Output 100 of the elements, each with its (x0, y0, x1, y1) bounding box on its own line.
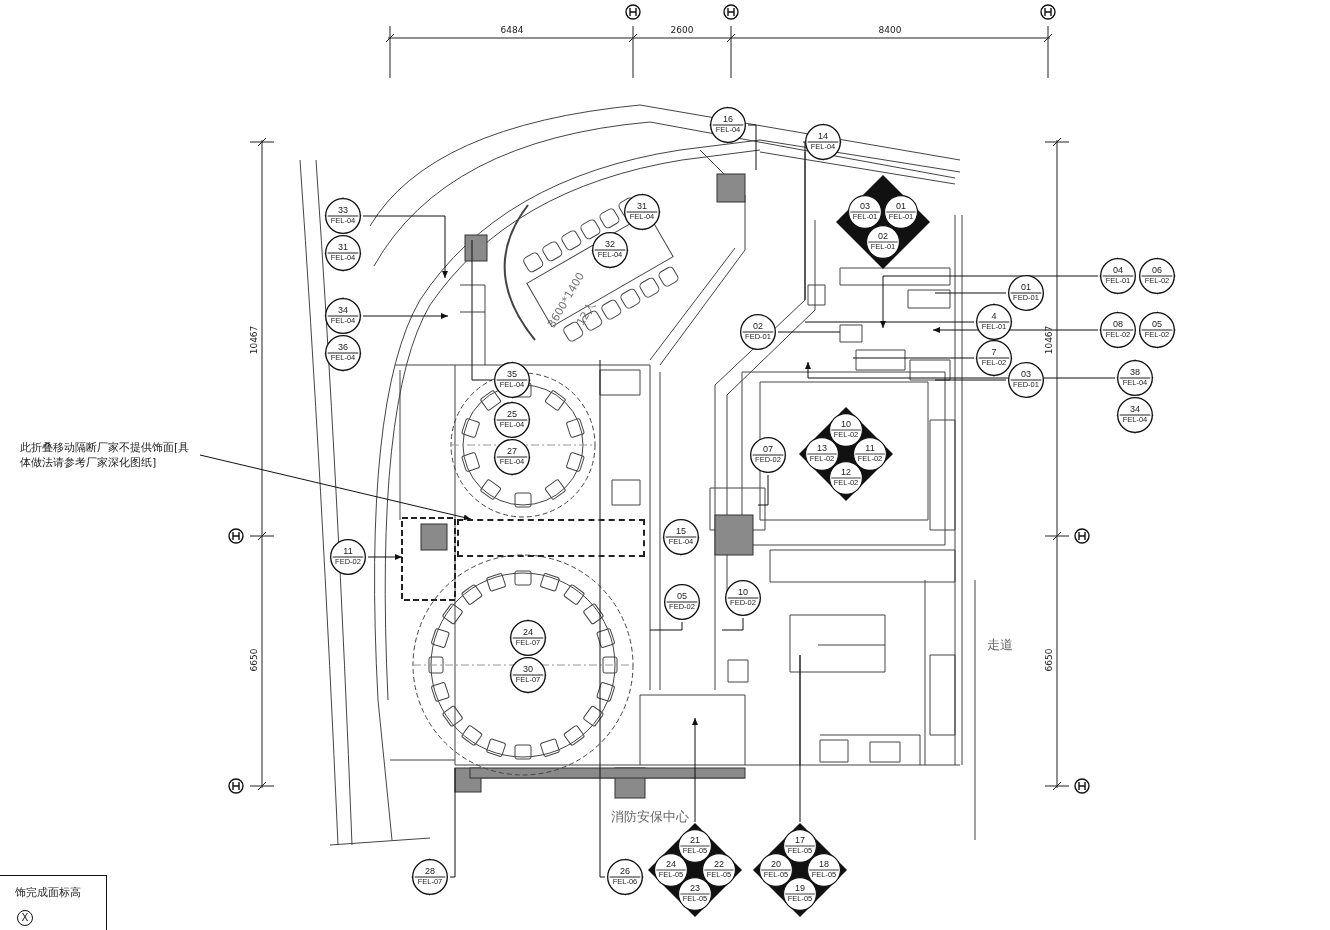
detail-marker (748, 435, 788, 475)
leader-line (852, 357, 975, 359)
marker-number: 26 (619, 867, 631, 876)
partition-outline (457, 519, 645, 557)
marker-number: 21 (689, 836, 701, 845)
elevation-marker (508, 618, 548, 658)
marker-number: 03 (859, 202, 871, 211)
detail-marker (1006, 360, 1046, 400)
marker-number: 05 (1151, 320, 1163, 329)
marker-number: 36 (337, 343, 349, 352)
marker-number: 12 (840, 468, 852, 477)
detail-marker (866, 225, 900, 259)
marker-number: 31 (636, 202, 648, 211)
marker-number: 10 (737, 588, 749, 597)
elevation-marker (605, 857, 645, 897)
marker-number: 20 (770, 860, 782, 869)
marker-cluster (798, 406, 894, 502)
elevation-marker (803, 122, 843, 162)
marker-number: 05 (676, 592, 688, 601)
marker-number: 04 (1112, 266, 1124, 275)
dimension-text: 8400 (878, 25, 902, 35)
leader-line (934, 292, 1007, 294)
marker-number: 34 (337, 306, 349, 315)
elevation-marker (492, 360, 532, 400)
detail-marker (662, 582, 702, 622)
marker-number: 06 (1151, 266, 1163, 275)
elevation-marker (622, 192, 662, 232)
elevation-marker (492, 437, 532, 477)
elevation-marker (323, 233, 363, 273)
detail-marker (807, 853, 841, 887)
leader-line (367, 554, 403, 560)
marker-cluster (835, 174, 931, 270)
detail-marker (805, 437, 839, 471)
leader-line (799, 654, 801, 823)
leader-line (362, 215, 448, 279)
marker-number: 15 (675, 527, 687, 536)
detail-marker (884, 195, 918, 229)
marker-number: 19 (794, 884, 806, 893)
elevation-marker (410, 857, 450, 897)
elevation-marker (323, 333, 363, 373)
marker-number: 4 (990, 312, 998, 321)
marker-number: 31 (337, 243, 349, 252)
room-label: 消防安保中心 (611, 808, 689, 826)
symbol-key-text: 饰完成面标高 (15, 884, 81, 900)
detail-marker (1006, 273, 1046, 313)
leader-line (692, 717, 698, 823)
detail-marker (848, 195, 882, 229)
marker-number: 08 (1112, 320, 1124, 329)
marker-number: 17 (794, 836, 806, 845)
detail-marker (678, 877, 712, 911)
leader-line (471, 239, 493, 381)
leader-line (804, 321, 975, 323)
marker-number: 18 (818, 860, 830, 869)
marker-number: 02 (752, 322, 764, 331)
marker-number: 38 (1129, 368, 1141, 377)
marker-number: 32 (604, 240, 616, 249)
marker-number: 14 (817, 132, 829, 141)
marker-number: 01 (895, 202, 907, 211)
detail-marker (723, 578, 763, 618)
marker-number: 22 (713, 860, 725, 869)
marker-number: 28 (424, 867, 436, 876)
elevation-marker (974, 338, 1014, 378)
marker-number: 11 (342, 547, 354, 556)
leader-line (880, 275, 1099, 329)
marker-number: 23 (689, 884, 701, 893)
elevation-marker (508, 655, 548, 695)
dimension-text: 10467 (1044, 325, 1054, 355)
detail-marker (783, 877, 817, 911)
elevation-marker (1098, 310, 1138, 350)
detail-marker (328, 537, 368, 577)
marker-number: 16 (722, 115, 734, 124)
marker-number: 01 (1020, 283, 1032, 292)
leader-line (649, 621, 683, 631)
leader-line (757, 474, 769, 506)
marker-number: 34 (1129, 405, 1141, 414)
marker-number: 30 (522, 665, 534, 674)
marker-number: 33 (337, 206, 349, 215)
elevation-marker (590, 230, 630, 270)
elevation-marker (661, 517, 701, 557)
marker-number: 24 (522, 628, 534, 637)
detail-marker (654, 853, 688, 887)
marker-number: 24 (665, 860, 677, 869)
detail-marker (853, 437, 887, 471)
dimension-text: 6650 (1044, 648, 1054, 672)
leader-line (805, 361, 1116, 379)
dimension-text: 2600 (670, 25, 694, 35)
elevation-marker (323, 296, 363, 336)
leader-line (721, 617, 744, 631)
elevation-marker (492, 400, 532, 440)
dimension-text: 10467 (249, 325, 259, 355)
detail-marker (702, 853, 736, 887)
annotation-text: 此折叠移动隔断厂家不提供饰面[具体做法请参考厂家深化图纸] (20, 440, 200, 470)
detail-marker (738, 312, 778, 352)
marker-number: 02 (877, 232, 889, 241)
marker-number: 27 (506, 447, 518, 456)
marker-number: 35 (506, 370, 518, 379)
marker-number: 11 (864, 444, 876, 453)
leader-line (599, 359, 606, 878)
leader-line (199, 454, 472, 521)
leader-line (449, 767, 456, 878)
